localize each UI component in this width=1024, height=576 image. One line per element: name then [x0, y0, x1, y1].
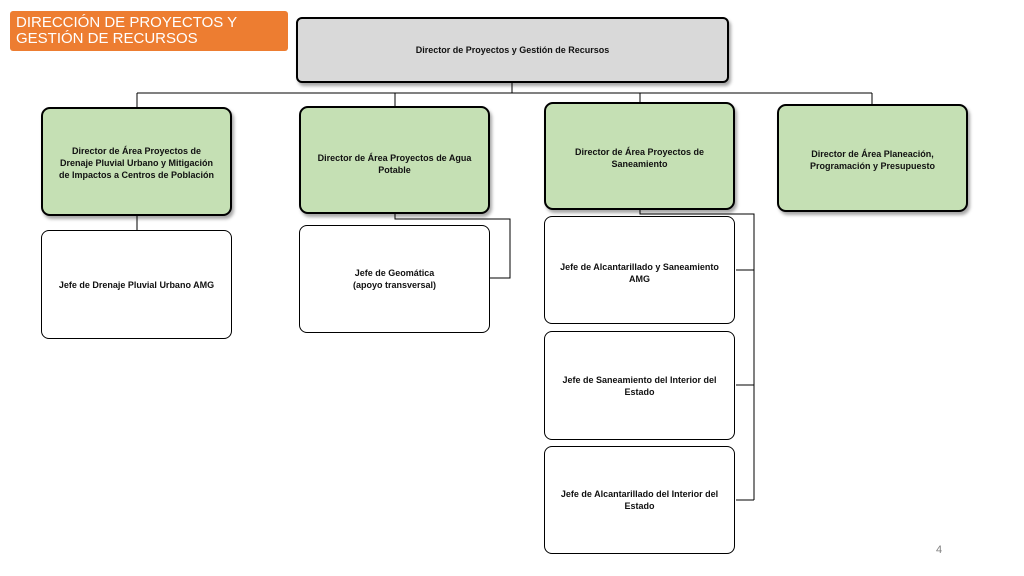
- director-label: Director de Área Proyectos de Agua Potab…: [317, 153, 472, 175]
- jefe-label: Jefe de Drenaje Pluvial Urbano AMG: [58, 279, 215, 290]
- director-label: Director de Área Planeación, Programació…: [809, 149, 936, 171]
- jefe-box-saneamiento-interior: Jefe de Saneamiento del Interior del Est…: [544, 331, 735, 440]
- jefe-box-alcantarillado-interior: Jefe de Alcantarillado del Interior del …: [544, 446, 735, 554]
- connector-jefe-1: [394, 214, 511, 279]
- director-label: Director de Área Proyectos de Drenaje Pl…: [58, 146, 215, 180]
- jefe-label: Jefe de Saneamiento del Interior del Est…: [562, 374, 717, 397]
- connector-jefe-bus: [639, 210, 755, 500]
- jefe-box-drenaje-pluvial: Jefe de Drenaje Pluvial Urbano AMG: [41, 230, 232, 339]
- page-number: 4: [936, 544, 943, 556]
- jefe-label: Jefe de Geomática (apoyo transversal): [352, 268, 437, 290]
- director-box-planeacion: Director de Área Planeación, Programació…: [777, 104, 968, 212]
- top-director-label: Director de Proyectos y Gestión de Recur…: [415, 45, 610, 55]
- jefe-box-geomatica: Jefe de Geomática (apoyo transversal): [299, 225, 490, 333]
- jefe-label: Jefe de Alcantarillado y Saneamiento AMG: [560, 262, 719, 284]
- jefe-box-alcantarillado-amg: Jefe de Alcantarillado y Saneamiento AMG: [544, 216, 735, 324]
- director-box-saneamiento: Director de Área Proyectos de Saneamient…: [544, 102, 735, 210]
- director-label: Director de Área Proyectos de Saneamient…: [574, 147, 705, 169]
- slide-title: DIRECCIÓN DE PROYECTOS Y GESTIÓN DE RECU…: [10, 11, 288, 51]
- director-box-drenaje: Director de Área Proyectos de Drenaje Pl…: [41, 107, 232, 216]
- director-box-agua-potable: Director de Área Proyectos de Agua Potab…: [299, 106, 490, 214]
- top-director-box: Director de Proyectos y Gestión de Recur…: [296, 17, 729, 83]
- jefe-label: Jefe de Alcantarillado del Interior del …: [560, 489, 719, 511]
